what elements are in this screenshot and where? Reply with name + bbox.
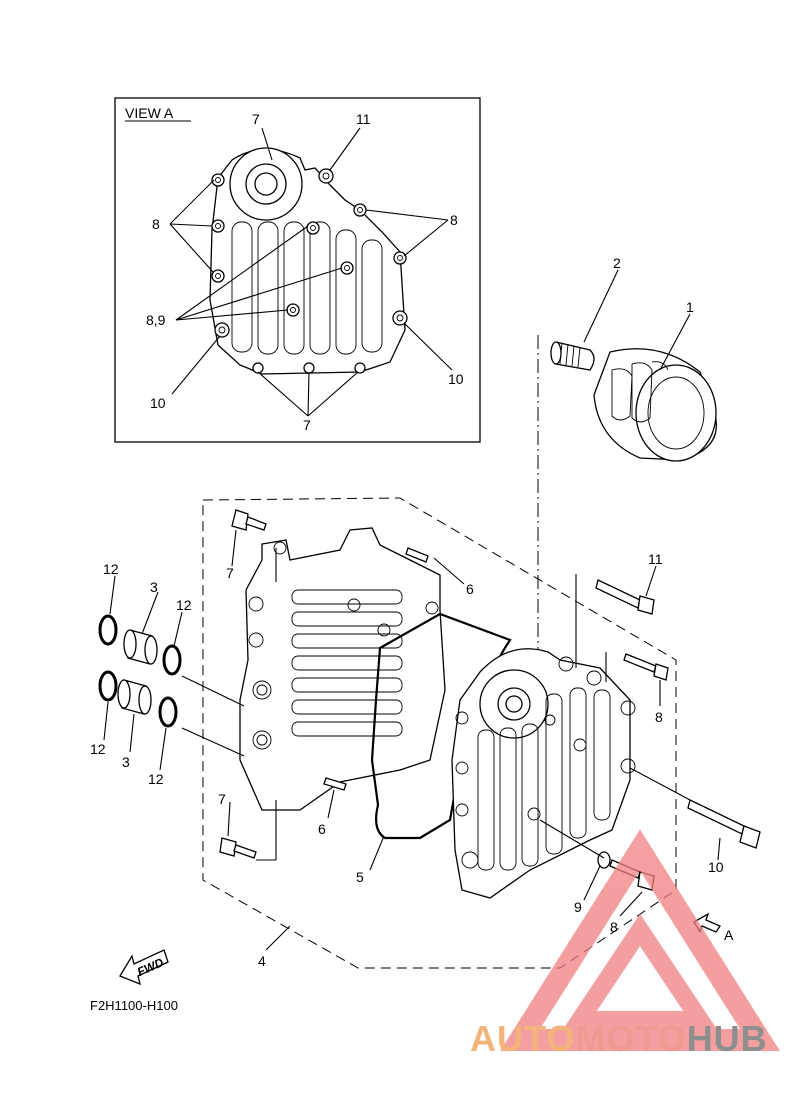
callout-3-top: 3 (150, 579, 158, 595)
view-a-callout-8-left: 8 (152, 216, 160, 232)
callout-5: 5 (356, 869, 364, 885)
callout-12-b: 12 (176, 597, 192, 613)
callout-3-bottom: 3 (122, 754, 130, 770)
fwd-label: FWD (135, 955, 166, 979)
oil-cooler-cover (451, 648, 636, 899)
assembly-boundary (202, 497, 677, 969)
callout-4: 4 (258, 953, 266, 969)
view-a-fins (231, 221, 383, 355)
o-rings-and-sleeves (98, 614, 182, 728)
callout-8-bottom: 8 (610, 919, 618, 935)
view-a-callout-8-right: 8 (450, 212, 458, 228)
view-a-callout-11: 11 (356, 111, 371, 127)
callout-6-bottom: 6 (318, 821, 326, 837)
callout-9: 9 (574, 899, 582, 915)
callout-1: 1 (686, 299, 694, 315)
callout-7-bottom: 7 (218, 791, 226, 807)
oil-filter (593, 348, 717, 462)
watermark-moto: MOTO (575, 1018, 687, 1059)
union-bolt (550, 341, 595, 371)
fwd-arrow: FWD (119, 949, 169, 986)
callout-12-a: 12 (103, 561, 119, 577)
view-a-leaders (169, 127, 453, 417)
callout-10: 10 (708, 859, 724, 875)
callout-12-c: 12 (90, 741, 106, 757)
diagram-code: F2H1100-H100 (90, 998, 178, 1013)
callout-2: 2 (613, 255, 621, 271)
watermark-auto: AUTO (470, 1018, 576, 1059)
view-a-callout-10-left: 10 (150, 395, 166, 411)
callout-8-mid: 8 (655, 709, 663, 725)
view-a-callout-8-9: 8,9 (146, 312, 166, 328)
callout-7-top: 7 (226, 565, 234, 581)
view-a-title: VIEW A (125, 105, 174, 121)
watermark-triangle-logo (500, 829, 780, 1051)
callout-6-top: 6 (466, 581, 474, 597)
view-a-bolt-holes (211, 168, 408, 374)
oil-cooler-housing (239, 527, 446, 811)
main-leaders (103, 269, 721, 951)
view-a-callout-7-top: 7 (252, 111, 260, 127)
view-a-callout-10-right: 10 (448, 371, 464, 387)
watermark-logo: AUTOMOTOHUB (470, 1018, 800, 1064)
view-a-callout-7-bottom: 7 (303, 417, 311, 433)
callout-11: 11 (648, 551, 663, 567)
callout-12-d: 12 (148, 771, 164, 787)
watermark-hub: HUB (686, 1018, 768, 1059)
view-a-inset: VIEW A (114, 97, 481, 443)
callout-a: A (724, 927, 734, 943)
